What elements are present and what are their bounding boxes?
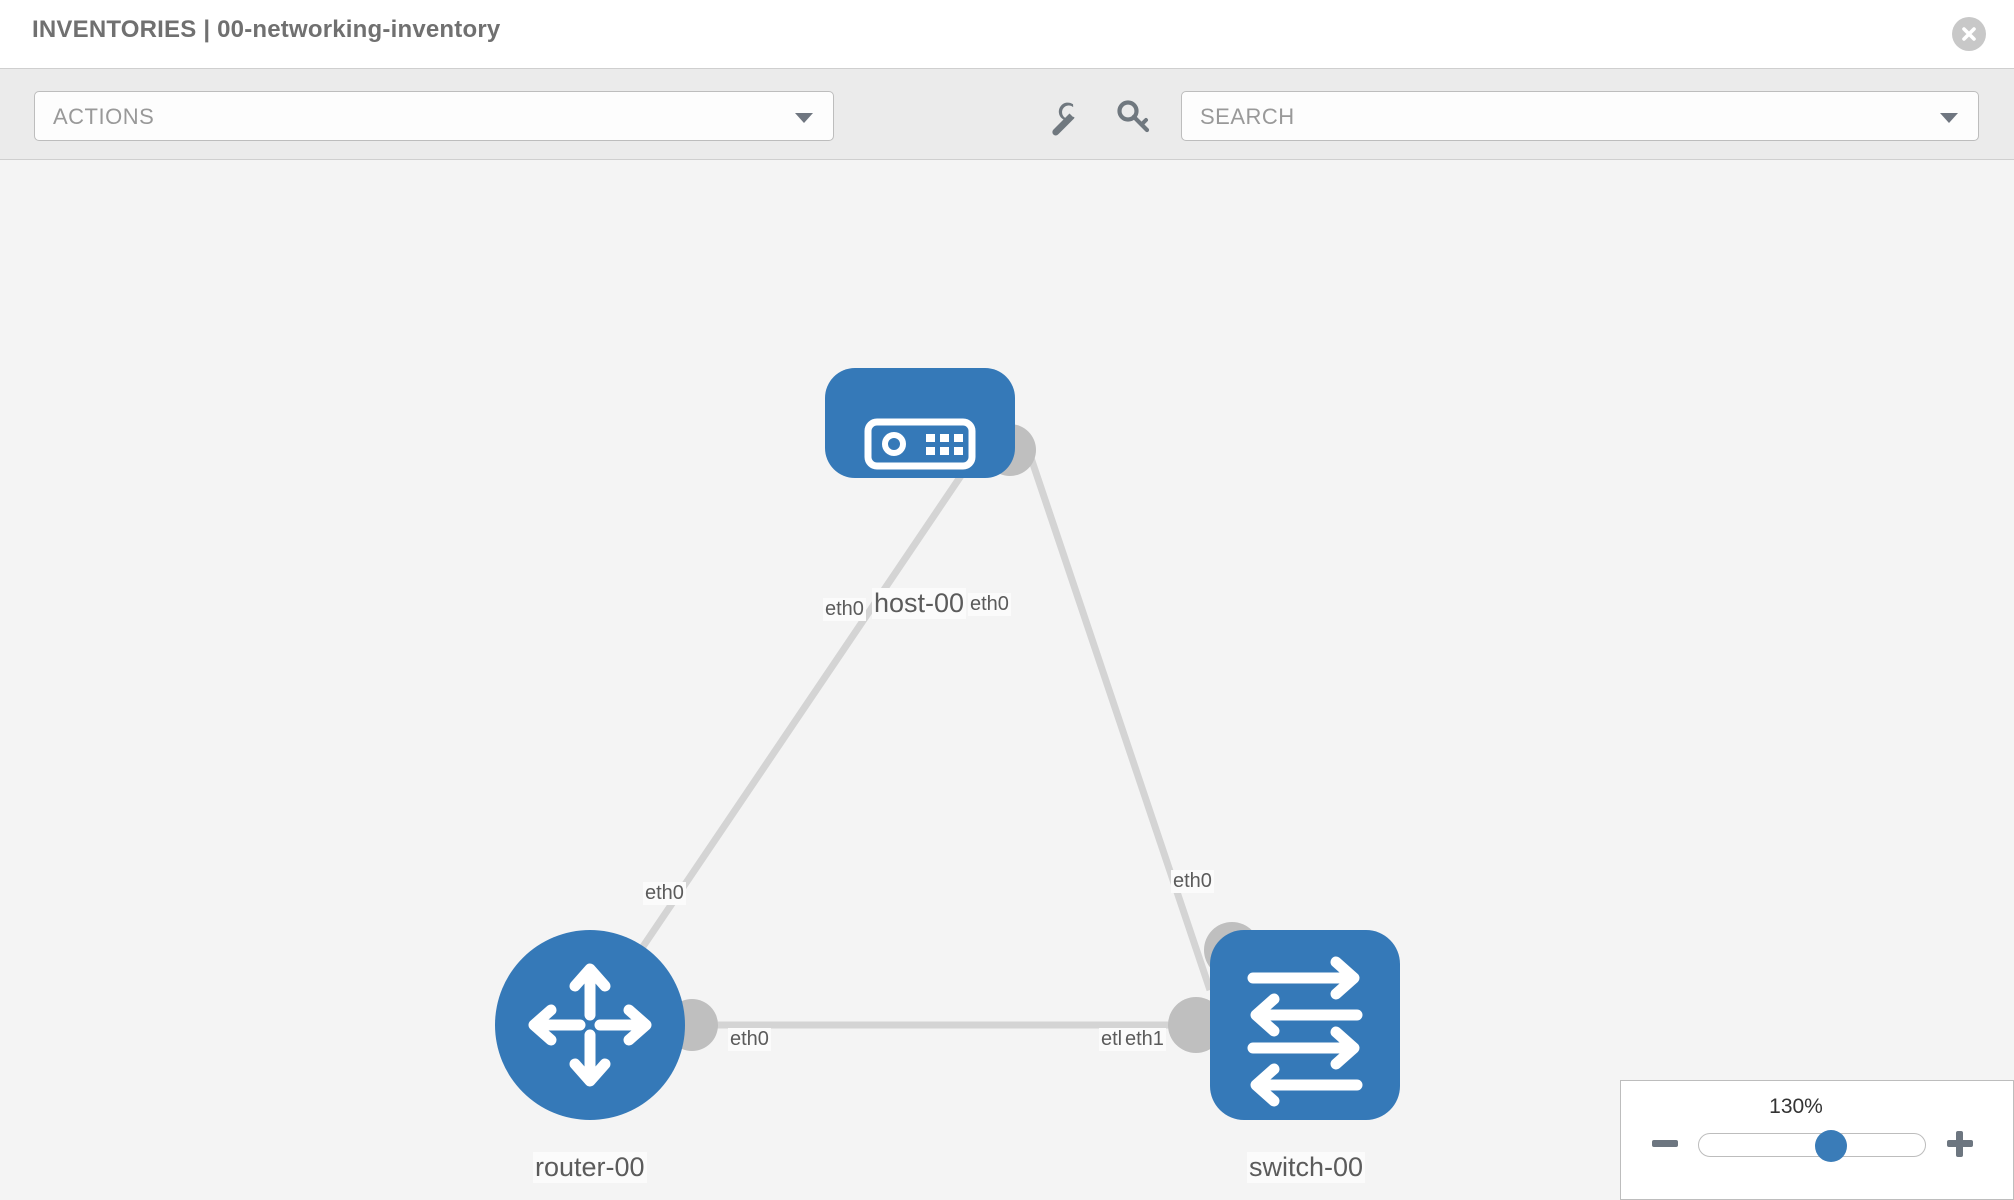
close-button[interactable]	[1952, 17, 1986, 51]
iface-label: eth0	[823, 598, 866, 621]
node-switch-00	[1210, 930, 1400, 1120]
page-header: INVENTORIES | 00-networking-inventory	[0, 0, 2014, 68]
iface-label: eth1	[1123, 1028, 1166, 1051]
wrench-icon[interactable]	[1043, 95, 1087, 139]
node-host-00	[825, 368, 1015, 478]
router-arrows-icon	[528, 963, 652, 1087]
zoom-in-button[interactable]	[1943, 1127, 1977, 1161]
node-router-00	[495, 930, 685, 1120]
key-icon[interactable]	[1112, 95, 1156, 139]
server-icon	[864, 418, 976, 470]
node-label-router-00: router-00	[533, 1152, 647, 1183]
zoom-slider[interactable]	[1698, 1130, 1926, 1162]
switch-arrows-icon	[1247, 956, 1363, 1107]
node-label-switch-00: switch-00	[1247, 1152, 1366, 1183]
chevron-down-icon	[795, 113, 813, 123]
iface-label: eth0	[1171, 870, 1214, 893]
zoom-level-value: 130%	[1769, 1095, 1823, 1118]
page-title: INVENTORIES | 00-networking-inventory	[32, 16, 501, 43]
zoom-slider-thumb[interactable]	[1815, 1130, 1847, 1162]
toolbar: ACTIONS SEARCH	[0, 68, 2014, 160]
node-label-host-00: host-00	[872, 588, 967, 619]
actions-dropdown[interactable]: ACTIONS	[34, 91, 834, 141]
topology-svg	[495, 368, 1400, 1120]
iface-label: eth0	[728, 1028, 771, 1051]
search-placeholder: SEARCH	[1200, 104, 1295, 129]
iface-label: eth0	[643, 882, 686, 905]
search-chevron-down-icon[interactable]	[1940, 113, 1958, 123]
iface-label: eth0	[968, 593, 1011, 616]
link-host00-switch00	[1026, 453, 1214, 992]
link-host00-router00	[587, 453, 978, 1027]
zoom-out-button[interactable]	[1648, 1127, 1682, 1161]
zoom-control-panel: 130%	[1620, 1080, 2014, 1200]
topology-ports	[666, 424, 1260, 1053]
iface-label: etl	[1099, 1028, 1125, 1051]
topology-canvas[interactable]: eth0 eth0 eth0 eth0 eth0 etl eth1 host-0…	[0, 160, 2014, 1200]
actions-dropdown-label: ACTIONS	[53, 104, 155, 129]
topology-links	[587, 453, 1214, 1029]
search-input[interactable]: SEARCH	[1181, 91, 1979, 141]
